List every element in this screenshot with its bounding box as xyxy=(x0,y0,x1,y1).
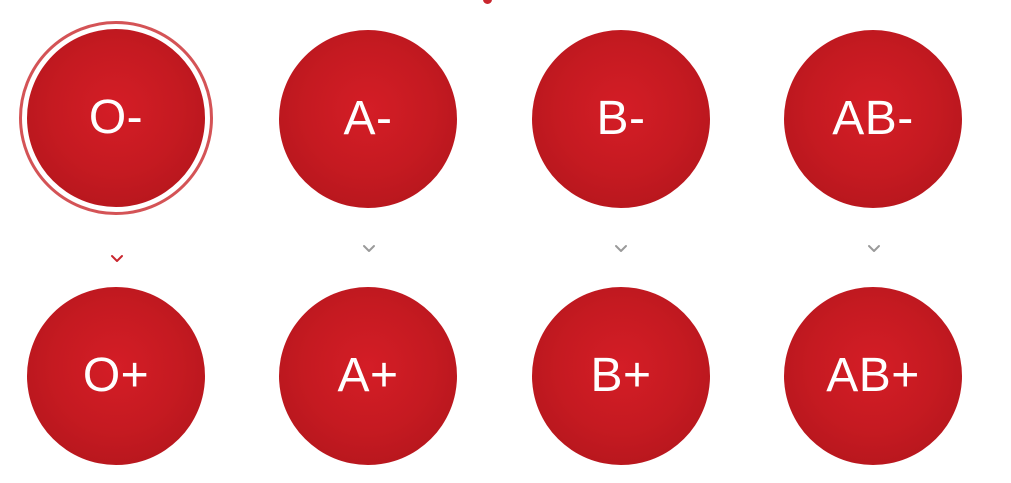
blood-type-label: O- xyxy=(88,91,144,144)
blood-type-ab-positive-badge: AB+ xyxy=(784,287,962,465)
blood-type-b-positive-badge: B+ xyxy=(532,287,710,465)
chevron-down-icon[interactable] xyxy=(358,238,380,260)
blood-type-a-positive[interactable]: A+ xyxy=(273,281,463,471)
blood-type-label: O+ xyxy=(82,349,150,402)
blood-type-label: B+ xyxy=(590,349,652,402)
blood-type-label: A+ xyxy=(337,349,399,402)
top-mark xyxy=(483,0,492,4)
blood-type-o-positive[interactable]: O+ xyxy=(21,281,211,471)
blood-type-o-positive-badge: O+ xyxy=(27,287,205,465)
blood-type-b-negative-badge: B- xyxy=(532,30,710,208)
blood-type-label: A- xyxy=(343,92,393,145)
blood-type-a-positive-badge: A+ xyxy=(279,287,457,465)
blood-type-ab-negative-badge: AB- xyxy=(784,30,962,208)
chevron-down-icon[interactable] xyxy=(863,238,885,260)
blood-type-b-positive[interactable]: B+ xyxy=(526,281,716,471)
blood-type-ab-positive[interactable]: AB+ xyxy=(778,281,968,471)
blood-type-label: AB+ xyxy=(826,349,920,402)
blood-type-b-negative[interactable]: B- xyxy=(526,24,716,214)
blood-type-a-negative-badge: A- xyxy=(279,30,457,208)
blood-type-ab-negative[interactable]: AB- xyxy=(778,24,968,214)
blood-type-label: AB- xyxy=(832,92,914,145)
chevron-down-icon[interactable] xyxy=(610,238,632,260)
blood-type-label: B- xyxy=(596,92,646,145)
chevron-down-icon[interactable] xyxy=(106,248,128,270)
blood-type-a-negative[interactable]: A- xyxy=(273,24,463,214)
blood-type-o-negative[interactable]: O- xyxy=(19,21,213,215)
blood-type-o-negative-badge: O- xyxy=(27,29,205,207)
